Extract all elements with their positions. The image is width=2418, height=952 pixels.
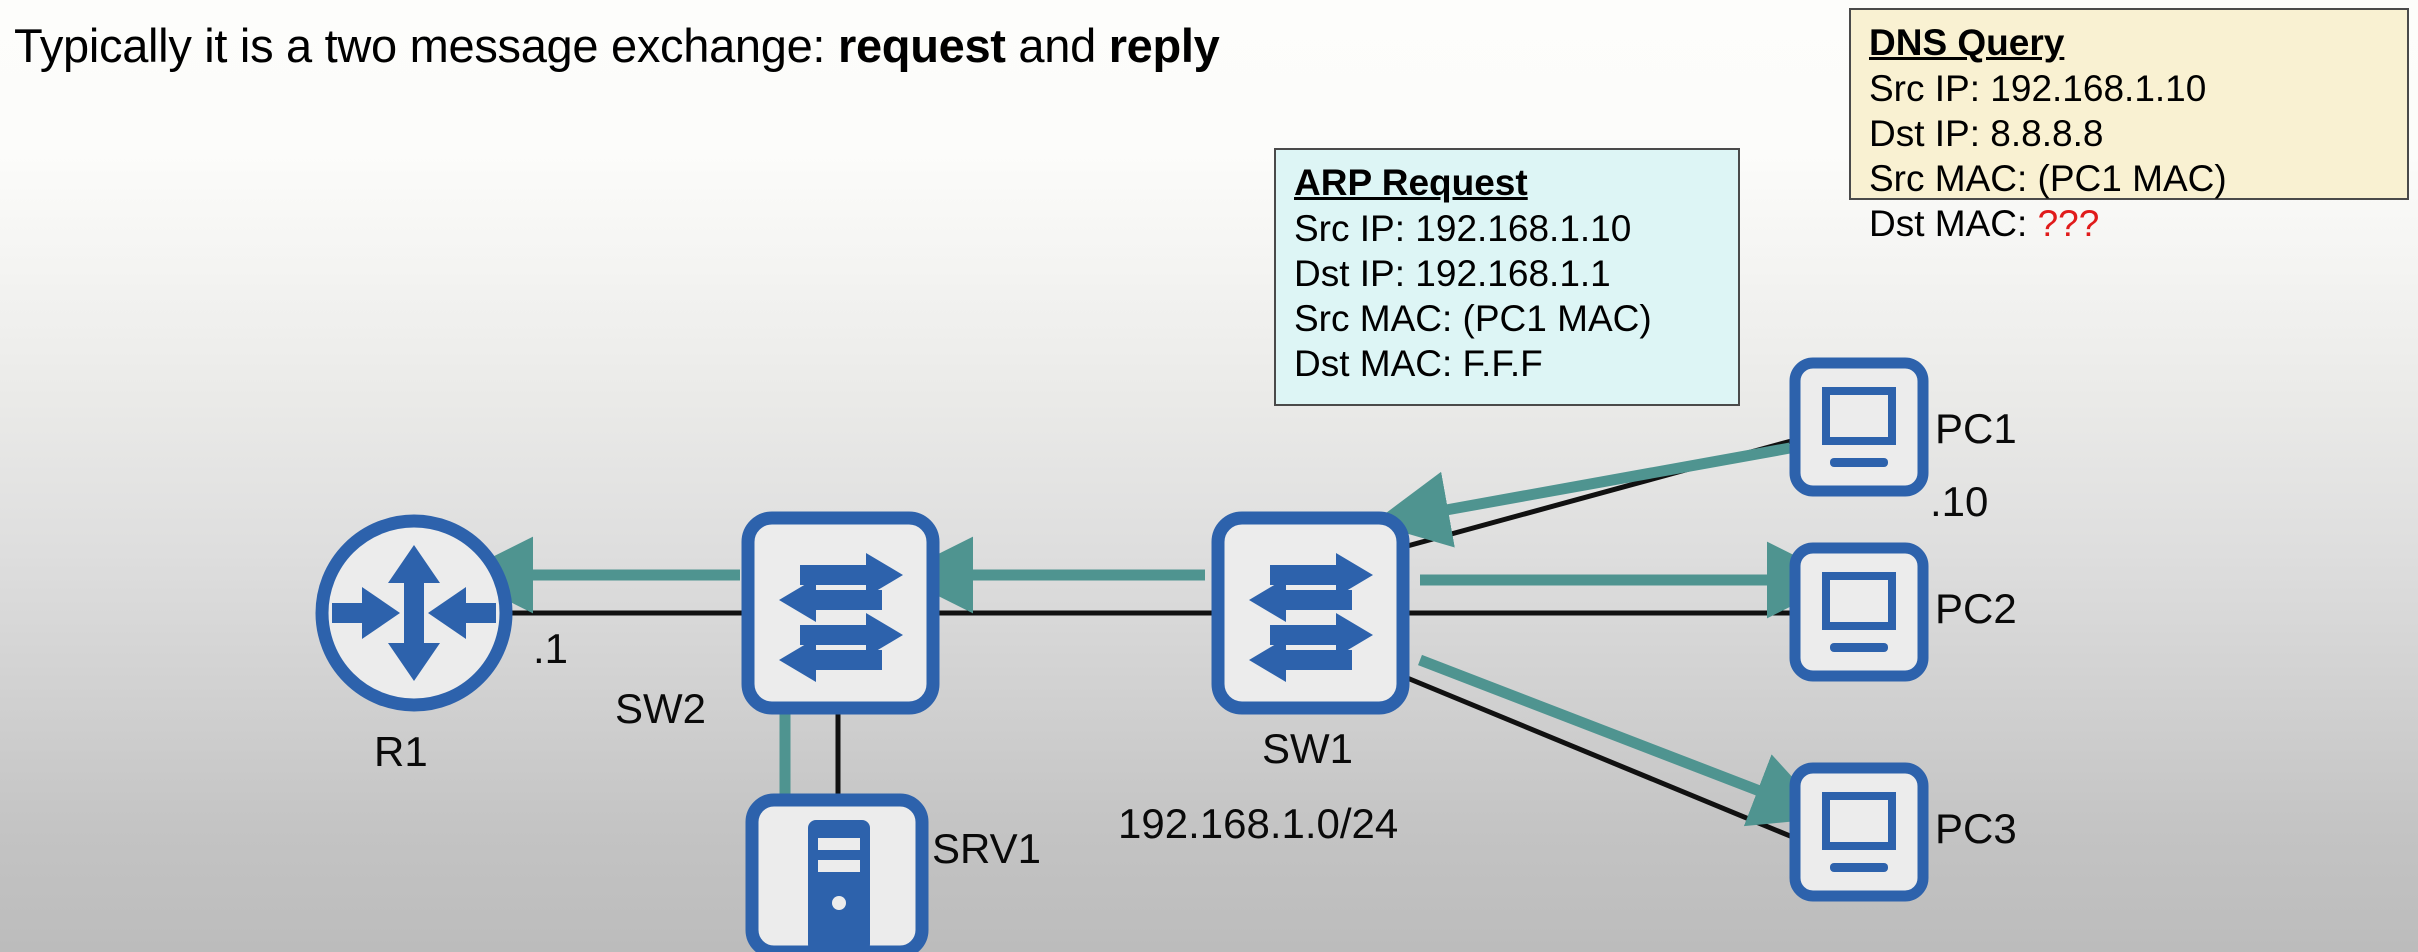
label-sw2: SW2: [615, 685, 707, 732]
dns-src-ip: Src IP: 192.168.1.10: [1869, 68, 2207, 109]
pc-icon-pc2[interactable]: [1789, 542, 1929, 682]
label-pc2: PC2: [1935, 585, 2017, 632]
flow-pc1-to-sw1: [1372, 442, 1791, 548]
switch-icon-sw2[interactable]: [741, 511, 940, 715]
switch-icon-sw1[interactable]: [1211, 511, 1410, 715]
label-pc3: PC3: [1935, 805, 2017, 852]
headline-part-1: Typically it is a two message exchange:: [14, 19, 838, 72]
arp-src-mac: Src MAC: (PC1 MAC): [1294, 298, 1652, 339]
label-pc1-ip: .10: [1930, 478, 1989, 525]
pc-icon-pc3[interactable]: [1789, 762, 1929, 902]
dns-callout-title: DNS Query: [1869, 22, 2065, 63]
label-subnet: 192.168.1.0/24: [1118, 800, 1399, 847]
physical-links: [505, 437, 1796, 841]
dns-dst-mac-unknown: ???: [2037, 203, 2100, 244]
headline-part-2: and: [1005, 19, 1109, 72]
dns-query-callout: DNS Query Src IP: 192.168.1.10 Dst IP: 8…: [1849, 8, 2409, 244]
label-pc1: PC1: [1935, 405, 2017, 452]
packet-flow-arrows: [456, 442, 1844, 902]
dns-dst-ip: Dst IP: 8.8.8.8: [1869, 113, 2104, 154]
arp-dst-mac: Dst MAC: F.F.F: [1294, 343, 1543, 384]
page-title: Typically it is a two message exchange: …: [14, 18, 1220, 74]
headline-bold-request: request: [837, 19, 1006, 72]
dns-dst-mac: Dst MAC: ???: [1869, 201, 2391, 246]
arp-dst-ip: Dst IP: 192.168.1.1: [1294, 253, 1611, 294]
label-r1-ip: .1: [533, 625, 569, 672]
dns-src-mac: Src MAC: (PC1 MAC): [1869, 158, 2227, 199]
label-sw1: SW1: [1262, 725, 1354, 772]
router-icon[interactable]: [315, 514, 513, 712]
arp-src-ip: Src IP: 192.168.1.10: [1294, 208, 1632, 249]
label-r1: R1: [374, 728, 428, 775]
label-srv1: SRV1: [932, 825, 1041, 872]
pc-icon-pc1[interactable]: [1789, 357, 1929, 497]
dns-dst-mac-label: Dst MAC:: [1869, 203, 2038, 244]
arp-request-callout: ARP Request Src IP: 192.168.1.10 Dst IP:…: [1274, 148, 1740, 406]
link-sw1-pc3: [1399, 672, 1796, 841]
server-icon[interactable]: [745, 793, 929, 952]
flow-sw1-to-pc3: [1418, 654, 1830, 827]
headline-bold-reply: reply: [1108, 19, 1220, 72]
arp-callout-title: ARP Request: [1294, 162, 1528, 203]
